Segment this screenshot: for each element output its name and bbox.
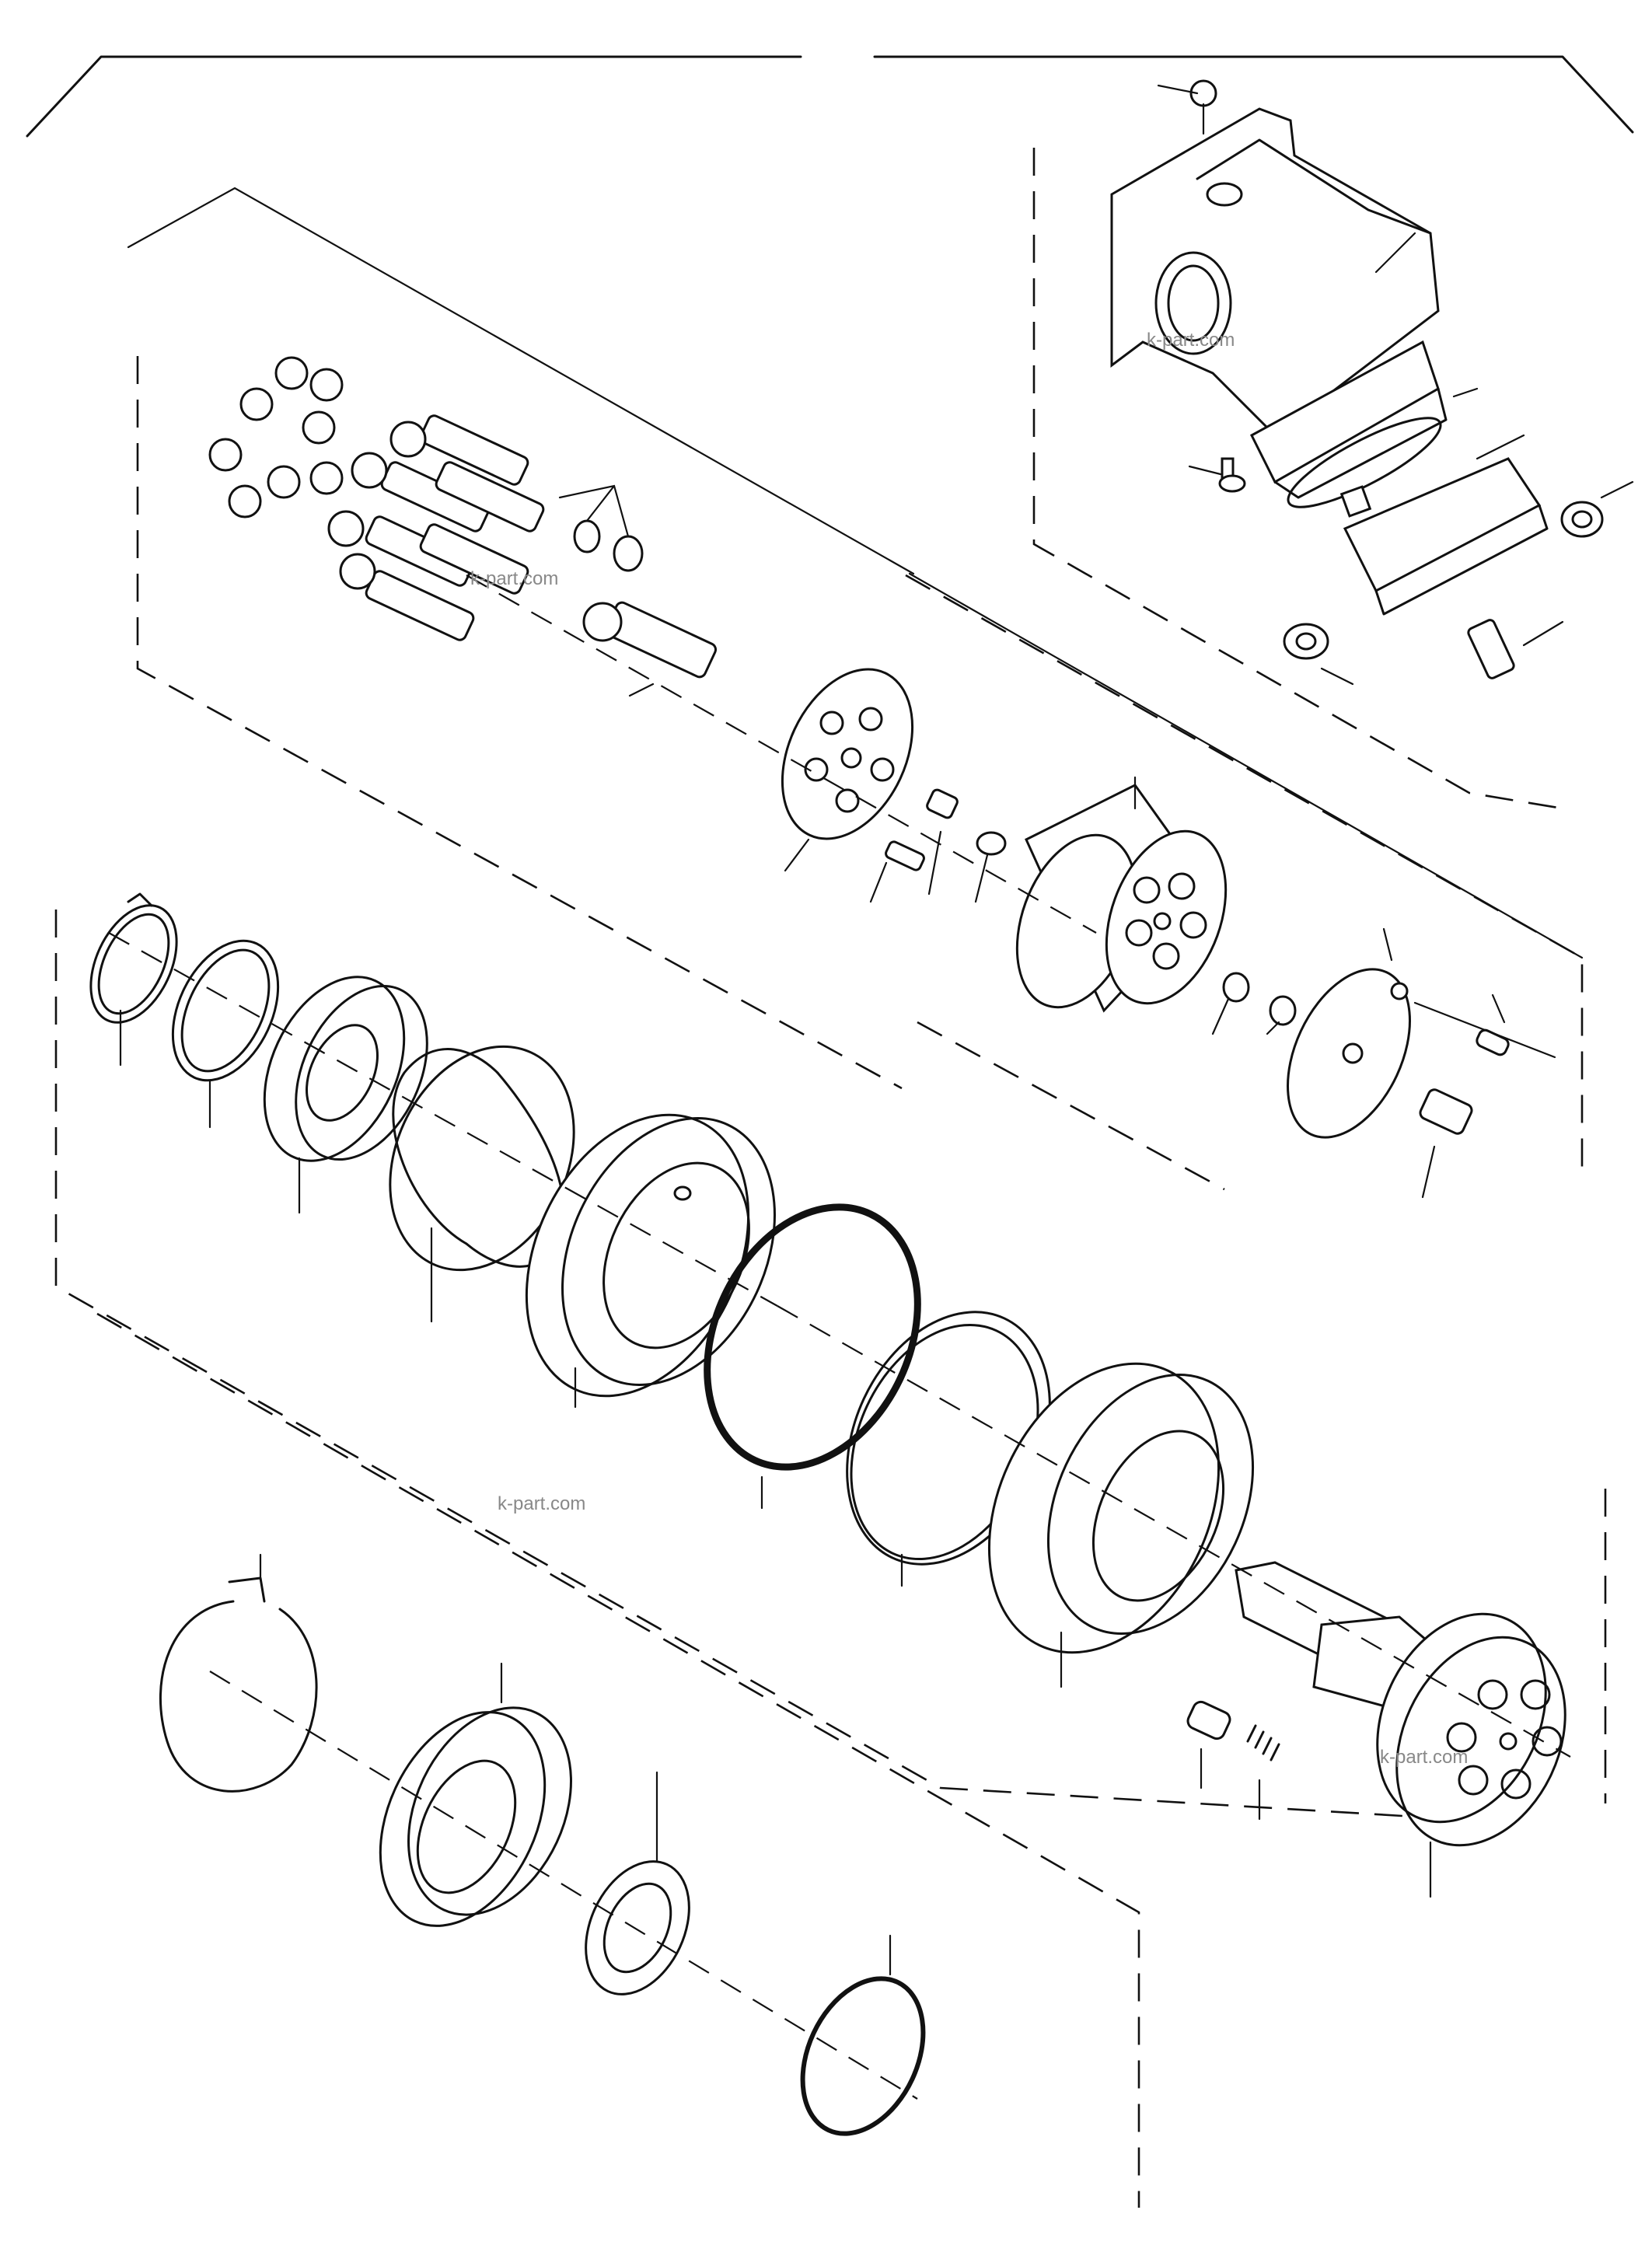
watermark-text: k-part.com [1380,1747,1468,1768]
group-boundaries [54,148,1607,2208]
lower-seal-housing [379,1662,572,1927]
o-ring-large [704,1203,921,1510]
lower-o-ring [800,1934,926,2136]
shaft-seal [585,1771,690,1995]
motor-housing [1110,79,1479,499]
shaft-spring-pin [1186,1700,1280,1821]
cylinder-block [1015,776,1297,1035]
port-plate-assembly [1283,417,1634,686]
watermark-text: k-part.com [498,1493,585,1514]
watermark-text: k-part.com [1147,330,1235,351]
watermarks: k-part.com k-part.com k-part.com k-part.… [470,330,1468,1768]
roller-bearing-2 [987,1362,1255,1688]
assembly-axes [108,574,1571,2100]
retaining-plate [781,668,1007,903]
roller-bearing-1 [263,976,428,1214]
lower-snap-ring [159,1553,318,1793]
diagram-frame [26,55,1634,959]
piston-set [208,356,718,697]
drive-shaft [1235,1561,1566,1898]
bearing-housing [525,1113,776,1409]
retaining-ring-2 [171,939,280,1129]
center-disc [1287,927,1556,1199]
watermark-text: k-part.com [470,568,558,589]
retaining-ring-1 [89,892,178,1067]
